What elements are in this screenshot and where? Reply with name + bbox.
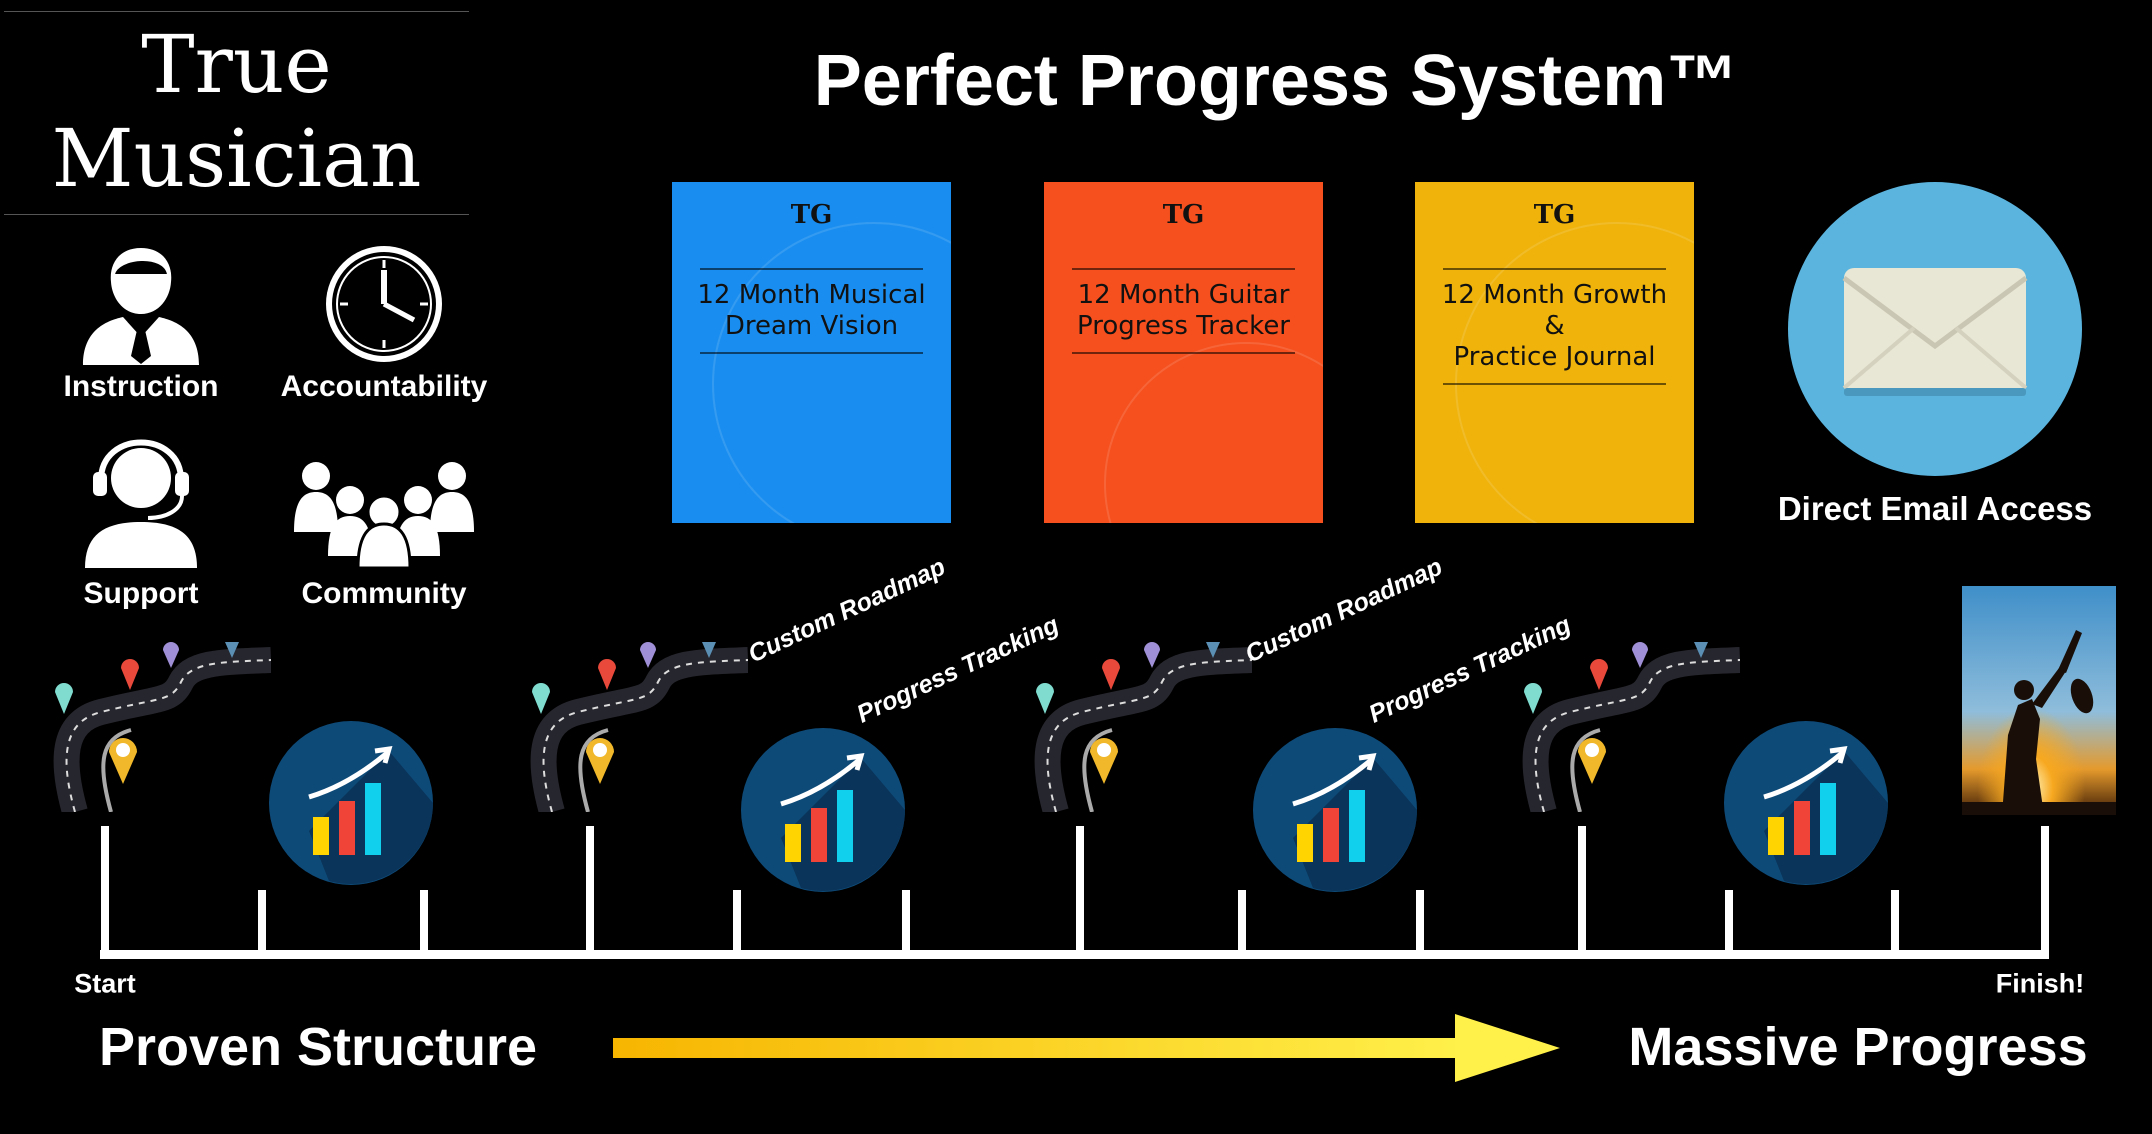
brand-divider-bottom <box>4 214 469 215</box>
feature-instruction-label: Instruction <box>63 370 219 403</box>
timeline-major-tick <box>1076 826 1084 954</box>
clock-icon <box>326 246 442 362</box>
massive-progress-label: Massive Progress <box>1628 1017 2088 1077</box>
feature-community-label: Community <box>301 577 467 610</box>
book-practice-journal: TG 12 Month Growth & Practice Journal <box>1415 182 1694 523</box>
milestone-label: Custom Roadmap <box>743 552 950 669</box>
timeline-minor-tick <box>1416 890 1424 954</box>
timeline-minor-tick <box>1238 890 1246 954</box>
proven-structure-label: Proven Structure <box>98 1017 538 1077</box>
email-access-label: Direct Email Access <box>1777 490 2093 527</box>
instructor-icon <box>83 248 199 365</box>
tg-logo-icon: TG <box>1162 200 1205 230</box>
progress-chart-icon <box>1253 728 1417 897</box>
timeline-baseline <box>100 950 2049 959</box>
email-envelope-icon <box>1788 182 2082 476</box>
progress-chart-icon <box>1724 721 1888 890</box>
brand-logo: True Musician <box>4 18 469 206</box>
headset-icon <box>85 439 197 568</box>
timeline-minor-tick <box>258 890 266 954</box>
timeline-major-tick <box>1578 826 1586 954</box>
timeline-major-tick <box>2041 826 2049 954</box>
feature-support-label: Support <box>83 577 199 610</box>
timeline-minor-tick <box>902 890 910 954</box>
timeline-minor-tick <box>733 890 741 954</box>
progress-chart-icon <box>269 721 433 890</box>
timeline-major-tick <box>586 826 594 954</box>
feature-accountability-label: Accountability <box>280 370 488 403</box>
brand-line-1: True <box>141 18 332 111</box>
finish-label: Finish! <box>1995 968 2085 999</box>
progress-chart-icon <box>741 728 905 897</box>
tg-logo-icon: TG <box>790 200 833 230</box>
milestone-label: Custom Roadmap <box>1240 552 1447 669</box>
tg-logo-icon: TG <box>1533 200 1576 230</box>
roadmap-road-icon <box>1510 635 1741 817</box>
finish-guitarist-photo <box>1962 586 2116 815</box>
page-title: Perfect Progress System™ <box>813 41 1739 121</box>
start-label: Start <box>74 968 136 999</box>
progress-arrow-icon <box>613 1014 1560 1082</box>
book-title: 12 Month Guitar Progress Tracker <box>1076 280 1290 341</box>
community-icon <box>294 462 474 568</box>
book-progress-tracker: TG 12 Month Guitar Progress Tracker <box>1044 182 1323 523</box>
brand-divider-top <box>4 11 469 12</box>
roadmap-road-icon <box>518 635 749 817</box>
timeline-major-tick <box>101 826 109 954</box>
timeline-minor-tick <box>1891 890 1899 954</box>
book-dream-vision: TG 12 Month Musical Dream Vision <box>672 182 951 523</box>
roadmap-road-icon <box>41 635 272 817</box>
book-title: 12 Month Musical Dream Vision <box>697 280 926 341</box>
timeline-minor-tick <box>420 890 428 954</box>
book-title: 12 Month Growth & Practice Journal <box>1441 280 1668 372</box>
timeline-minor-tick <box>1725 890 1733 954</box>
roadmap-road-icon <box>1022 635 1253 817</box>
brand-line-2: Musician <box>51 112 422 205</box>
